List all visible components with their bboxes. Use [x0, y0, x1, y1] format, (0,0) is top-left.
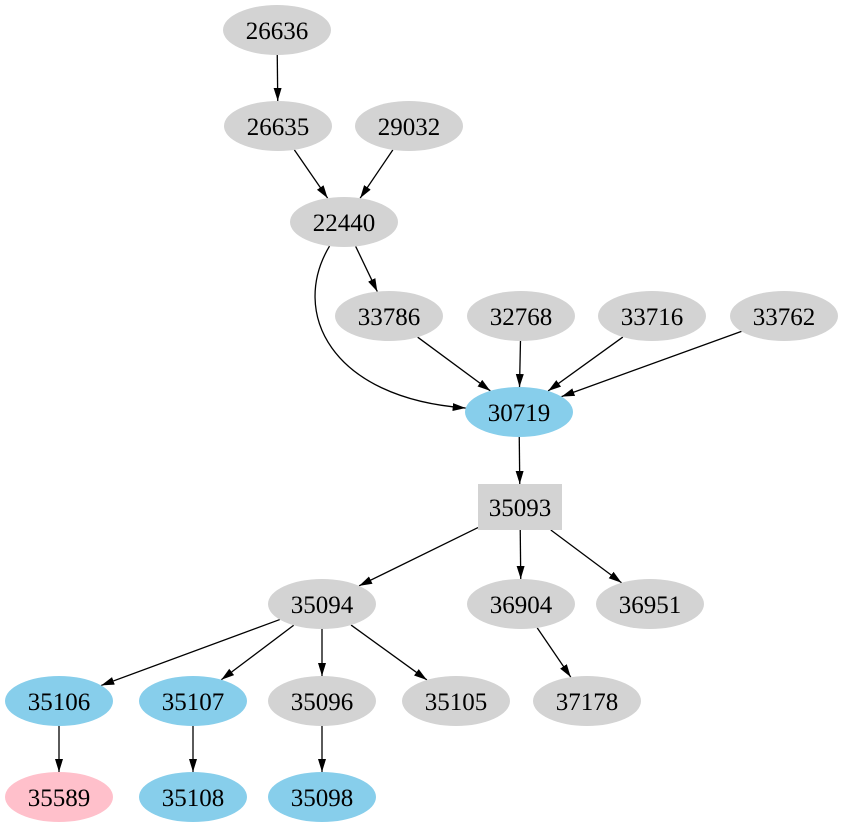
node-35093: 35093 [478, 484, 562, 530]
node-35589: 35589 [5, 772, 113, 822]
node-36951: 36951 [596, 579, 704, 629]
node-shape-36951 [596, 579, 704, 629]
node-33762: 33762 [730, 291, 838, 341]
node-35107: 35107 [139, 676, 247, 726]
edge-35094-35107 [220, 624, 295, 681]
node-26635: 26635 [224, 101, 332, 151]
edge-22440-33786 [355, 246, 378, 292]
node-label-35093: 35093 [489, 495, 552, 522]
node-22440: 22440 [290, 197, 398, 247]
node-35094: 35094 [268, 579, 376, 629]
edge-33762-30719 [561, 330, 742, 398]
edge-29032-22440 [359, 149, 394, 199]
node-shape-35106 [5, 676, 113, 726]
edge-22440-30719 [314, 245, 466, 412]
node-shape-35105 [402, 676, 510, 726]
node-shape-32768 [467, 291, 575, 341]
node-shape-35108 [139, 772, 247, 822]
node-shape-33716 [598, 291, 706, 341]
edge-32768-30719 [515, 340, 524, 388]
node-32768: 32768 [467, 291, 575, 341]
node-shape-35589 [5, 772, 113, 822]
node-shape-36904 [467, 579, 575, 629]
node-35108: 35108 [139, 772, 247, 822]
node-shape-22440 [290, 197, 398, 247]
node-label-35094: 35094 [291, 592, 354, 619]
node-label-22440: 22440 [313, 210, 376, 237]
node-shape-35096 [268, 676, 376, 726]
node-35106: 35106 [5, 676, 113, 726]
node-shape-37178 [533, 676, 641, 726]
node-33716: 33716 [598, 291, 706, 341]
node-26636: 26636 [223, 5, 331, 55]
node-label-26635: 26635 [247, 114, 310, 141]
edge-33786-30719 [417, 336, 491, 392]
node-shape-30719 [465, 387, 573, 437]
node-30719: 30719 [465, 387, 573, 437]
node-36904: 36904 [467, 579, 575, 629]
node-label-29032: 29032 [378, 114, 441, 141]
nodes-layer: 26636 26635 29032 22440 33786 32768 33716 33762… [5, 5, 838, 822]
node-label-35105: 35105 [425, 689, 488, 716]
node-label-33762: 33762 [753, 304, 816, 331]
node-label-32768: 32768 [490, 304, 553, 331]
node-label-35106: 35106 [28, 689, 91, 716]
node-29032: 29032 [355, 101, 463, 151]
node-shape-33786 [335, 291, 443, 341]
node-label-36951: 36951 [619, 592, 682, 619]
node-37178: 37178 [533, 676, 641, 726]
node-label-37178: 37178 [556, 689, 619, 716]
node-label-36904: 36904 [490, 592, 553, 619]
node-shape-33762 [730, 291, 838, 341]
node-shape-35094 [268, 579, 376, 629]
node-35098: 35098 [268, 772, 376, 822]
node-35105: 35105 [402, 676, 510, 726]
node-shape-26635 [224, 101, 332, 151]
node-label-35107: 35107 [162, 689, 225, 716]
node-label-35098: 35098 [291, 785, 354, 812]
edge-35093-36951 [550, 529, 622, 584]
node-label-26636: 26636 [246, 18, 309, 45]
node-label-35108: 35108 [162, 785, 225, 812]
edge-35093-36904 [516, 529, 525, 580]
node-shape-29032 [355, 101, 463, 151]
node-label-35096: 35096 [291, 689, 354, 716]
edge-33716-30719 [547, 336, 624, 392]
node-label-33786: 33786 [358, 304, 421, 331]
edge-36904-37178 [536, 627, 572, 678]
node-label-30719: 30719 [488, 400, 551, 427]
edge-35094-35106 [101, 618, 280, 687]
node-shape-35093 [478, 484, 562, 530]
edges-layer [55, 54, 742, 772]
edge-26635-22440 [293, 149, 329, 199]
node-label-35589: 35589 [28, 785, 91, 812]
node-35096: 35096 [268, 676, 376, 726]
node-shape-35107 [139, 676, 247, 726]
edge-35094-35105 [350, 624, 428, 681]
node-shape-26636 [223, 5, 331, 55]
node-label-33716: 33716 [621, 304, 684, 331]
node-33786: 33786 [335, 291, 443, 341]
node-shape-35098 [268, 772, 376, 822]
edge-35093-35094 [358, 526, 479, 587]
